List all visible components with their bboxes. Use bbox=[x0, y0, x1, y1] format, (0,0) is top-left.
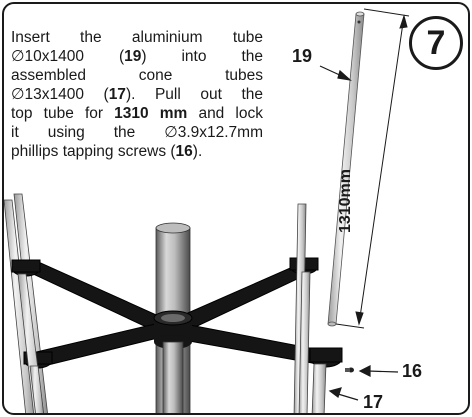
callout-screw-16: 16 bbox=[402, 361, 423, 381]
callout-tube-17: 17 bbox=[363, 392, 384, 412]
tapping-screw-16 bbox=[345, 367, 354, 373]
instruction-text: Insert the aluminium tube ∅10x1400 (19) … bbox=[11, 28, 263, 161]
instruction-line-1: Insert the aluminium tube bbox=[11, 29, 263, 46]
instruction-line-2: ∅10x1400 (19) into the bbox=[11, 48, 263, 65]
instruction-line-5: top tube for 1310 mm and lock bbox=[11, 105, 263, 122]
instruction-line-6: it using the ∅3.9x12.7mm bbox=[11, 124, 263, 141]
instruction-line-3: assembled cone tubes bbox=[11, 67, 263, 84]
callout-leaders bbox=[319, 65, 399, 401]
step-number-badge: 7 bbox=[409, 16, 463, 70]
left-tube-front bbox=[17, 273, 44, 413]
instruction-line-7: phillips tapping screws (16). bbox=[11, 143, 203, 160]
dimension-label: 1310mm bbox=[337, 168, 354, 234]
instruction-line-4: ∅13x1400 (17). Pull out the bbox=[11, 86, 263, 103]
assembly-illustration bbox=[4, 8, 410, 413]
dimension-marker bbox=[335, 8, 410, 329]
step-number: 7 bbox=[426, 23, 446, 62]
center-hub bbox=[153, 310, 193, 413]
right-tube-pair bbox=[293, 203, 327, 413]
callout-tube-19: 19 bbox=[292, 46, 313, 66]
